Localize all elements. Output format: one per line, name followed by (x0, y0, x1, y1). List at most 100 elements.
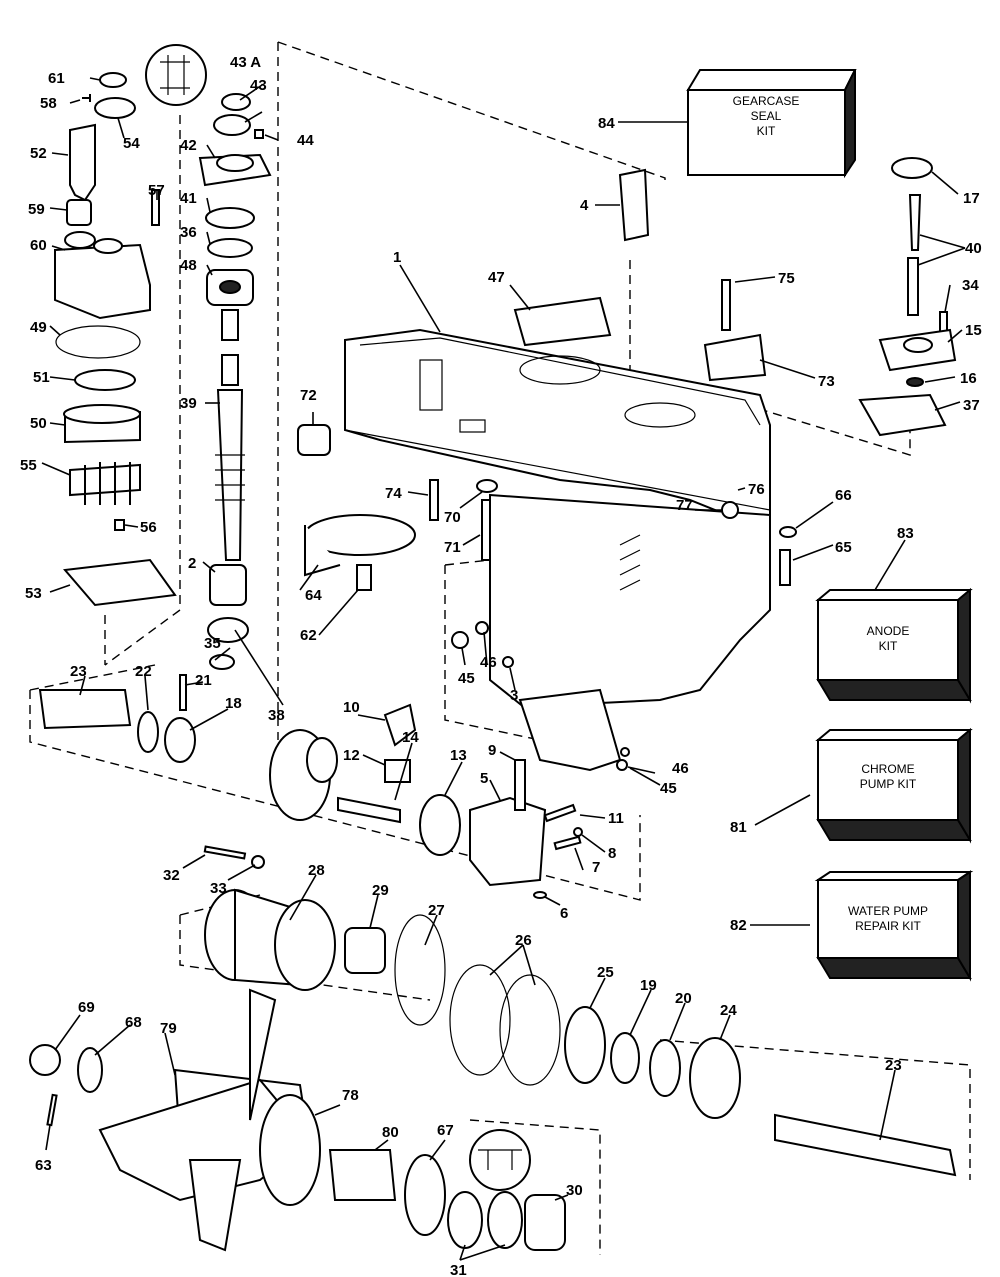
propeller-cone (98, 1078, 312, 1202)
part-27 (394, 914, 446, 1026)
callout-40: 40 (965, 240, 982, 257)
part-13 (419, 794, 461, 856)
callout-8: 8 (608, 845, 616, 862)
callout-16: 16 (960, 370, 977, 387)
gearcase-seal-kit-box: GEARCASE SEAL KIT (686, 69, 857, 179)
part-14 (337, 796, 401, 824)
callout-36: 36 (180, 224, 197, 241)
shift-rod-parts (297, 157, 957, 456)
callout-50: 50 (30, 415, 47, 432)
callout-63: 63 (35, 1157, 52, 1174)
part-58 (82, 94, 91, 102)
callout-5: 5 (480, 770, 488, 787)
callout-18: 18 (225, 695, 242, 712)
callout-71: 71 (444, 539, 461, 556)
part-41 (205, 207, 255, 229)
part-23-lower (774, 1113, 957, 1177)
part-67 (404, 1154, 446, 1236)
propshaft-parts (29, 845, 957, 1252)
part-11 (543, 803, 577, 823)
water-pump-repair-kit-line1: WATER PUMP (848, 904, 928, 918)
part-61 (99, 72, 127, 88)
callout-64: 64 (305, 587, 322, 604)
part-46-upper (475, 621, 489, 635)
part-54 (94, 97, 136, 119)
callout-37: 37 (963, 397, 980, 414)
part-37 (858, 393, 947, 437)
callout-68: 68 (125, 1014, 142, 1031)
callout-23-lower: 23 (885, 1057, 902, 1074)
callout-13: 13 (450, 747, 467, 764)
part-5 (469, 796, 547, 887)
part-4 (618, 168, 650, 242)
part-45-upper (451, 631, 469, 649)
part-66 (779, 526, 797, 538)
part-24 (689, 1037, 741, 1119)
callout-58: 58 (40, 95, 57, 112)
callout-23-upper: 23 (70, 663, 87, 680)
part-31-a (447, 1191, 483, 1249)
part-65 (779, 549, 791, 586)
leader-lines (41, 77, 966, 1261)
part-43 (213, 114, 251, 136)
callout-38: 38 (268, 707, 285, 724)
callout-61: 61 (48, 70, 65, 87)
part-22 (137, 711, 159, 753)
callout-57: 57 (148, 182, 165, 199)
part-26-a (449, 964, 511, 1076)
callout-82: 82 (730, 917, 747, 934)
part-21 (179, 674, 187, 711)
part-39 (216, 389, 244, 561)
part-70 (476, 479, 498, 493)
part-30 (524, 1194, 566, 1251)
callout-7: 7 (592, 859, 600, 876)
callout-52: 52 (30, 145, 47, 162)
part-46-lower (620, 747, 630, 757)
callout-65: 65 (835, 539, 852, 556)
part-56 (114, 519, 125, 531)
callout-59: 59 (28, 201, 45, 218)
gearcase-seal-kit-line2: SEAL (751, 109, 782, 123)
callout-62: 62 (300, 627, 317, 644)
callout-46-upper: 46 (480, 654, 497, 671)
gearcase-seal-kit-line3: KIT (757, 124, 776, 138)
callout-78: 78 (342, 1087, 359, 1104)
part-25 (564, 1006, 606, 1084)
part-78 (259, 1094, 321, 1206)
part-62 (356, 564, 372, 591)
chrome-pump-kit-box: CHROME PUMP KIT (815, 727, 973, 844)
callout-67: 67 (437, 1122, 454, 1139)
part-68 (77, 1047, 103, 1093)
callout-73: 73 (818, 373, 835, 390)
callout-83: 83 (897, 525, 914, 542)
callout-27: 27 (428, 902, 445, 919)
callout-1: 1 (393, 249, 401, 266)
callout-60: 60 (30, 237, 47, 254)
part-47 (513, 296, 612, 347)
part-57 (151, 189, 160, 226)
part-44 (254, 129, 264, 139)
part-35 (209, 654, 235, 670)
callout-45-lower: 45 (660, 780, 677, 797)
part-80 (328, 1149, 397, 1201)
callout-22: 22 (135, 663, 152, 680)
part-71 (481, 499, 491, 561)
part-36 (207, 238, 253, 258)
anode-kit-line1: ANODE (867, 624, 910, 638)
callout-79: 79 (160, 1020, 177, 1037)
callout-3: 3 (510, 687, 518, 704)
part-40-lower (907, 257, 919, 316)
part-59 (66, 199, 92, 226)
callout-39: 39 (180, 395, 197, 412)
part-3 (502, 656, 514, 668)
callout-31: 31 (450, 1262, 467, 1277)
callout-4: 4 (580, 197, 589, 214)
part-72 (297, 424, 331, 456)
propeller-blade-lower (188, 1159, 242, 1252)
callout-30: 30 (566, 1182, 583, 1199)
part-2 (209, 564, 247, 606)
callout-2: 2 (188, 555, 196, 572)
driveshaft-spline (221, 309, 239, 341)
callout-42: 42 (180, 137, 197, 154)
